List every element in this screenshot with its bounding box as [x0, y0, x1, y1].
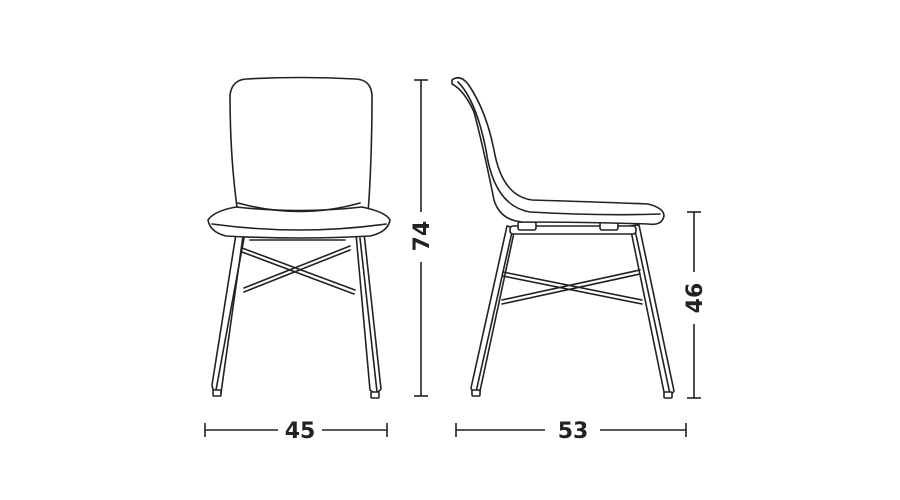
side-shell: [451, 76, 665, 226]
chair-front-view: [207, 76, 391, 399]
front-cross-brace: [241, 239, 356, 295]
side-legs: [470, 224, 675, 399]
side-cross-brace: [501, 269, 643, 305]
seat-height-value: 46: [683, 283, 708, 314]
height-dimension: 74: [410, 79, 435, 397]
depth-value: 53: [558, 419, 589, 444]
front-seat: [207, 206, 391, 239]
chair-side-view: [451, 76, 675, 399]
width-dimension: 45: [204, 419, 388, 444]
front-backrest: [229, 76, 373, 215]
width-value: 45: [285, 419, 316, 444]
height-value: 74: [410, 221, 435, 252]
depth-dimension: 53: [455, 419, 687, 444]
seat-height-dimension: 46: [683, 211, 708, 399]
front-legs: [211, 232, 382, 399]
